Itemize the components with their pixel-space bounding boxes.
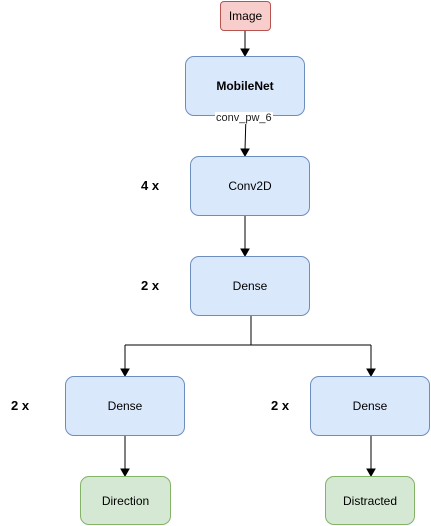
dense-left-node: Dense bbox=[65, 376, 185, 436]
distracted-node-label: Distracted bbox=[342, 493, 398, 508]
dense-shared-node-label: Dense bbox=[232, 279, 268, 293]
arrowhead-conv2d bbox=[240, 148, 250, 158]
mobilenet-node: MobileNet bbox=[185, 56, 305, 116]
mobilenet-node-label: MobileNet bbox=[216, 79, 274, 93]
dense-left-node-label: Dense bbox=[107, 399, 143, 413]
arrowhead-direction bbox=[120, 468, 130, 478]
dense-right-node: Dense bbox=[310, 376, 430, 436]
arrowhead-dense-right bbox=[366, 368, 376, 378]
image-node-label: Image bbox=[228, 9, 263, 23]
dense-shared-multiplier: 2 x bbox=[141, 278, 160, 293]
arrowhead-distracted bbox=[366, 468, 376, 478]
direction-node: Direction bbox=[80, 476, 171, 525]
distracted-node: Distracted bbox=[325, 476, 415, 525]
dense-right-multiplier: 2 x bbox=[271, 398, 290, 413]
arrowhead-dense-shared bbox=[240, 248, 250, 258]
conv2d-node: Conv2D bbox=[190, 156, 310, 216]
dense-right-node-label: Dense bbox=[352, 399, 388, 413]
dense-shared-node: Dense bbox=[190, 256, 310, 316]
arrowhead-mobilenet bbox=[240, 48, 250, 58]
image-node: Image bbox=[220, 1, 271, 31]
conv2d-multiplier: 4 x bbox=[141, 178, 160, 193]
edge-label-conv-pw-6: conv_pw_6 bbox=[215, 112, 273, 124]
dense-left-multiplier: 2 x bbox=[11, 398, 30, 413]
direction-node-label: Direction bbox=[101, 493, 150, 508]
arrowhead-dense-left bbox=[120, 368, 130, 378]
conv2d-node-label: Conv2D bbox=[228, 179, 272, 193]
